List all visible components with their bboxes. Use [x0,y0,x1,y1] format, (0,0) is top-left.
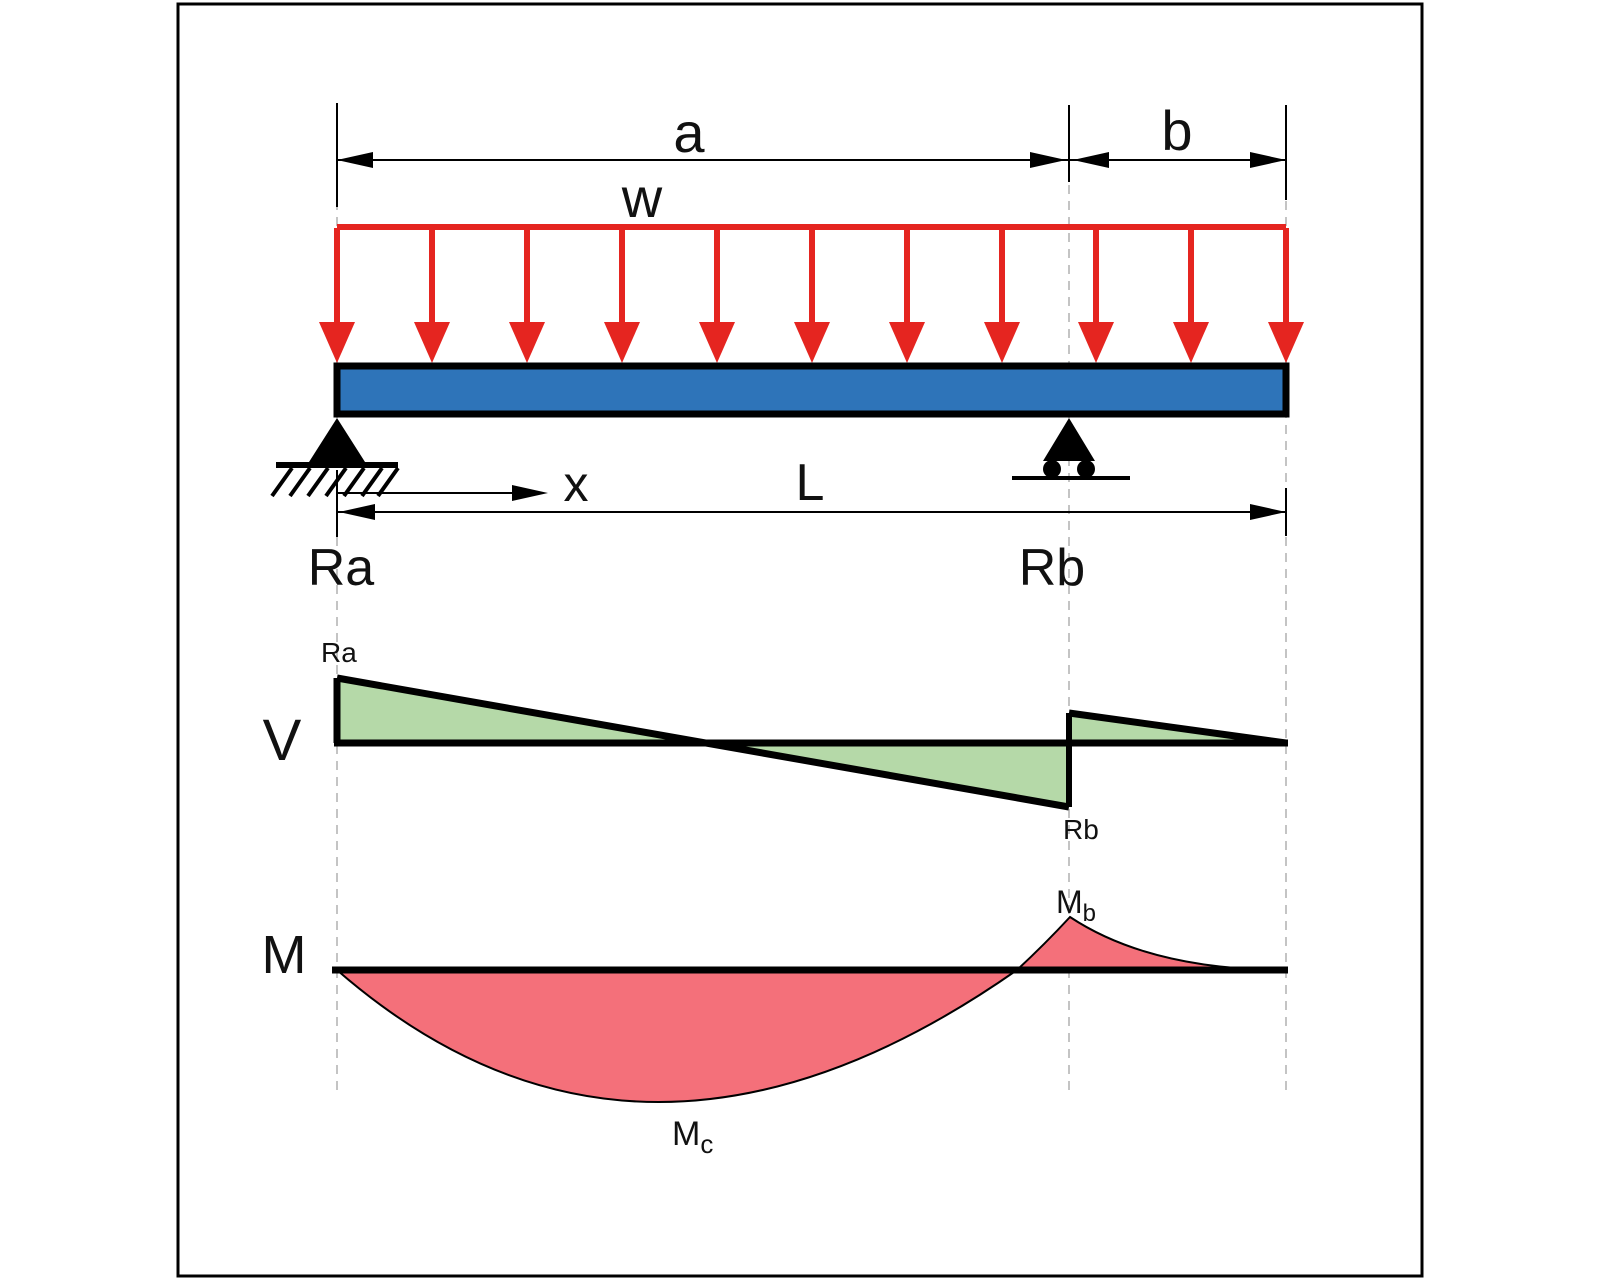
roller-support-right [1012,418,1130,480]
moment-peak-label: Mb [1056,884,1096,927]
roller-triangle-icon [1043,418,1095,461]
shear-slope-line-overhang [1068,709,1287,747]
moment-axis-label: M [262,925,307,985]
dimension-a: a [336,101,1070,207]
dimension-arrow-right-icon [512,485,548,501]
dimension-arrow-left-icon [1073,152,1109,168]
label-total-length: L [796,454,825,512]
page-border [176,2,1424,1278]
dimension-arrow-right-icon [1030,152,1066,168]
label-load-w: w [621,166,663,229]
pin-support-left [270,418,400,498]
moment-max-label: Mc [672,1115,713,1159]
dimension-arrow-left-icon [337,152,373,168]
label-reaction-ra: Ra [308,539,375,597]
shear-diagram: V Ra Rb [263,637,1288,845]
moment-peak-label-base: M [1056,884,1083,920]
label-reaction-rb: Rb [1019,539,1085,597]
label-overhang-b: b [1161,99,1192,162]
label-position-x: x [564,456,589,512]
shear-axis-label: V [263,708,302,773]
roller-wheel-icon [1077,460,1095,478]
pin-triangle-icon [309,418,365,462]
distributed-load: w [319,166,1304,363]
moment-diagram: M Mb Mc [262,884,1288,1159]
label-span-a: a [673,101,705,164]
dimension-arrow-right-icon [1250,152,1286,168]
moment-max-label-sub: c [700,1129,713,1159]
dimension-arrow-left-icon [339,504,375,520]
moment-area [337,917,1286,1102]
beam [333,362,1290,418]
dimension-arrow-right-icon [1250,504,1286,520]
dimension-length: L [337,454,1287,536]
roller-wheel-icon [1043,460,1061,478]
moment-max-label-base: M [672,1115,700,1153]
dimension-b: b [1069,99,1287,200]
moment-peak-label-sub: b [1083,900,1096,927]
shear-peak-label: Ra [321,637,357,668]
shear-trough-label: Rb [1063,814,1099,845]
dimension-x: x [336,456,589,537]
